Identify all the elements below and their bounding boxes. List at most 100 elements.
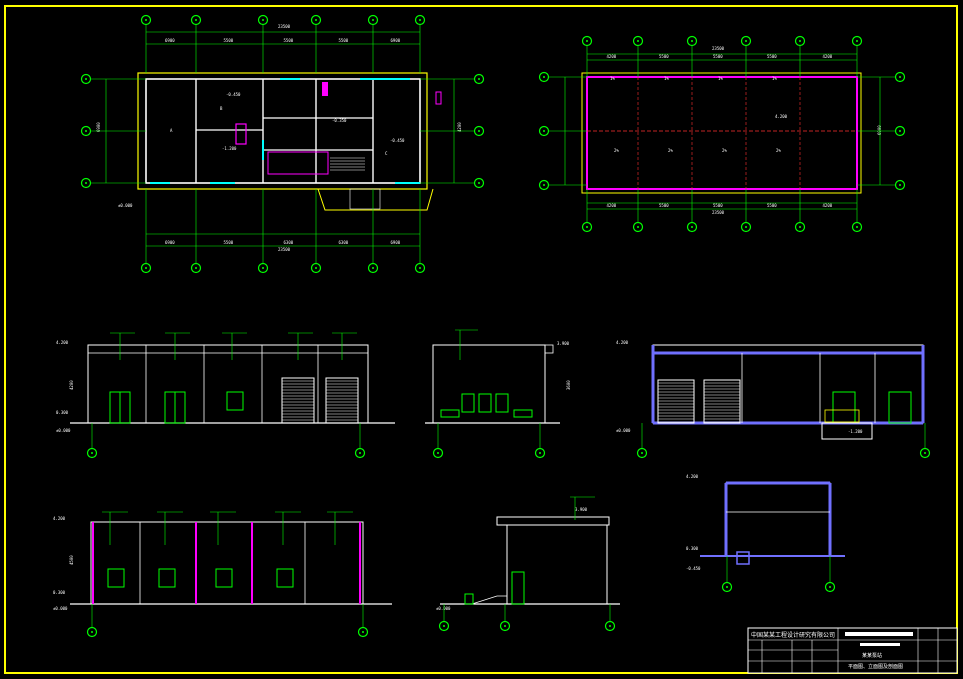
plan1-grid-bubble-left xyxy=(80,73,92,85)
plan1-top-dim-2: 5500 xyxy=(284,38,294,43)
plan1-stair xyxy=(330,157,365,171)
plan2-grid-bubble-top xyxy=(581,35,593,47)
sec2-level-below: -0.450 xyxy=(686,566,701,571)
title-block-project: 某某泵站 xyxy=(862,652,882,659)
plan2-grid-bubble-right xyxy=(894,71,906,83)
plan1-level-3: -0.350 xyxy=(332,118,347,123)
plan1-grid-bubble-right xyxy=(473,177,485,189)
plan2-grid-bubble-left xyxy=(538,125,550,137)
title-block-company: 中国某某工程设计研究有限公司 xyxy=(751,631,835,639)
sec2-level-top: 4.200 xyxy=(686,474,699,479)
plan1-bottom-dim-4: 6900 xyxy=(391,240,401,245)
plan1-top-dim-3: 5500 xyxy=(339,38,349,43)
sec1-level-pit: -1.200 xyxy=(848,429,863,434)
plan2-grid-bubble-bottom xyxy=(581,221,593,233)
plan1-grid-bubble-bottom xyxy=(140,262,152,274)
plan1-bottom-dim-1: 5500 xyxy=(224,240,234,245)
drawing-frame xyxy=(4,5,958,674)
elev1-height: 4200 xyxy=(69,380,74,390)
plan2-top-dim-1: 5500 xyxy=(659,54,669,59)
plan1-room-label-b: B xyxy=(220,106,223,111)
rear-elevation: 4.200 0.300 ±0.000 4500 xyxy=(53,516,392,611)
plan1-top-dim-4: 6900 xyxy=(391,38,401,43)
plan2-grid-bubble-top xyxy=(794,35,806,47)
elevation-grid-bubble xyxy=(438,620,450,632)
elevation-grid-bubble xyxy=(636,447,648,459)
plan1-bottom-dim-2: 6300 xyxy=(284,240,294,245)
sec1-level-ground: ±0.000 xyxy=(616,428,631,433)
plan2-roof-level: 4.200 xyxy=(775,114,788,119)
plan2-slope-0: 1% xyxy=(610,76,615,81)
elevation-grid-bubble xyxy=(432,447,444,459)
side-elevation-a: 3.900 3600 xyxy=(425,341,571,424)
plan2-top-dim-2: 5500 xyxy=(713,54,723,59)
plan2-top-dim-3: 5500 xyxy=(767,54,777,59)
plan2-top-dim-0: 4200 xyxy=(607,54,617,59)
plan1-room-label-c: C xyxy=(385,151,388,156)
plan1-grid-bubble-top xyxy=(140,14,152,26)
plan2-grid-bubble-top xyxy=(851,35,863,47)
plan1-room-label-a: A xyxy=(170,128,173,133)
elevation-grid-bubble xyxy=(499,620,511,632)
elevation-grid-bubble xyxy=(86,447,98,459)
plan2-bottom-total-dim: 23500 xyxy=(712,210,725,215)
elevation-grid-bubble xyxy=(824,581,836,593)
elev3-height: 4500 xyxy=(69,555,74,565)
plan1-inner-wall xyxy=(145,78,421,184)
plan1-grid-bubble-left xyxy=(80,125,92,137)
plan1-level-2: -1.200 xyxy=(222,146,237,151)
plan2-grid-bubble-top xyxy=(740,35,752,47)
elev1-level-ground: ±0.000 xyxy=(56,428,71,433)
plan2-bottom-dim-0: 4200 xyxy=(607,203,617,208)
plan1-bottom-dim-3: 6300 xyxy=(339,240,349,245)
side-elevation-b: 3.900 ±0.000 xyxy=(436,507,620,611)
elev1-level-top: 4.200 xyxy=(56,340,69,345)
title-block: 中国某某工程设计研究有限公司 某某泵站 平面图、立面图及剖面图 xyxy=(747,627,958,674)
plan2-grid-bubble-right xyxy=(894,179,906,191)
grid-bubbles xyxy=(80,14,931,638)
ground-floor-plan: A B C -0.450 -1.200 -0.350 -0.450 ±0.000… xyxy=(96,24,462,252)
plan1-grid-bubble-left xyxy=(80,177,92,189)
plan1-bottom-dim-0: 6900 xyxy=(165,240,175,245)
elevation-grid-bubble xyxy=(534,447,546,459)
plan1-grid-bubble-bottom xyxy=(367,262,379,274)
roof-plan: 4.200 23500 23500 6900 1%1%1%1%2%2%2%2% … xyxy=(581,46,882,215)
elev4-level-top: 3.900 xyxy=(575,507,588,512)
plan1-level-4: -0.450 xyxy=(390,138,405,143)
plan1-grid-bubble-top xyxy=(257,14,269,26)
side-elevation-a-windows xyxy=(440,393,533,418)
front-elevation-doors xyxy=(109,391,244,424)
plan1-outline xyxy=(137,72,428,190)
plan2-parapet xyxy=(586,76,858,190)
plan1-grid-bubble-bottom xyxy=(310,262,322,274)
elevation-grid-bubble xyxy=(354,447,366,459)
front-elevation: 4.200 0.300 ±0.000 4200 xyxy=(56,340,395,433)
plan1-grid-bubble-bottom xyxy=(190,262,202,274)
plan1-grid-bubble-top xyxy=(367,14,379,26)
elevation-grid-bubble xyxy=(86,626,98,638)
plan2-slope-3: 1% xyxy=(772,76,777,81)
plan2-bottom-dim-4: 4200 xyxy=(823,203,833,208)
sec1-level-top: 4.200 xyxy=(616,340,629,345)
sec2-level-plinth: 0.300 xyxy=(686,546,699,551)
plan2-slope-1: 1% xyxy=(664,76,669,81)
plan1-grid-bubble-bottom xyxy=(257,262,269,274)
plan2-bottom-dim-1: 5500 xyxy=(659,203,669,208)
plan1-side-dim-2: 4200 xyxy=(457,122,462,132)
plan2-slope-5: 2% xyxy=(668,148,673,153)
plan2-slope-7: 2% xyxy=(776,148,781,153)
plan1-top-dim-0: 6900 xyxy=(165,38,175,43)
plan2-top-total-dim: 23500 xyxy=(712,46,725,51)
plan1-top-total-dim: 23500 xyxy=(278,24,291,29)
plan2-bottom-dim-3: 5500 xyxy=(767,203,777,208)
cross-section: 4.200 -0.450 0.300 xyxy=(686,474,845,571)
plan2-slope-2: 1% xyxy=(718,76,723,81)
elevation-grid-bubble xyxy=(357,626,369,638)
plan2-grid-bubble-right xyxy=(894,125,906,137)
plan1-grid-bubble-top xyxy=(190,14,202,26)
plan2-grid-bubble-bottom xyxy=(794,221,806,233)
elev2-level-top: 3.900 xyxy=(557,341,570,346)
plan2-grid-bubble-left xyxy=(538,179,550,191)
plan1-grid-bubble-right xyxy=(473,73,485,85)
plan1-bottom-total-dim: 23500 xyxy=(278,247,291,252)
